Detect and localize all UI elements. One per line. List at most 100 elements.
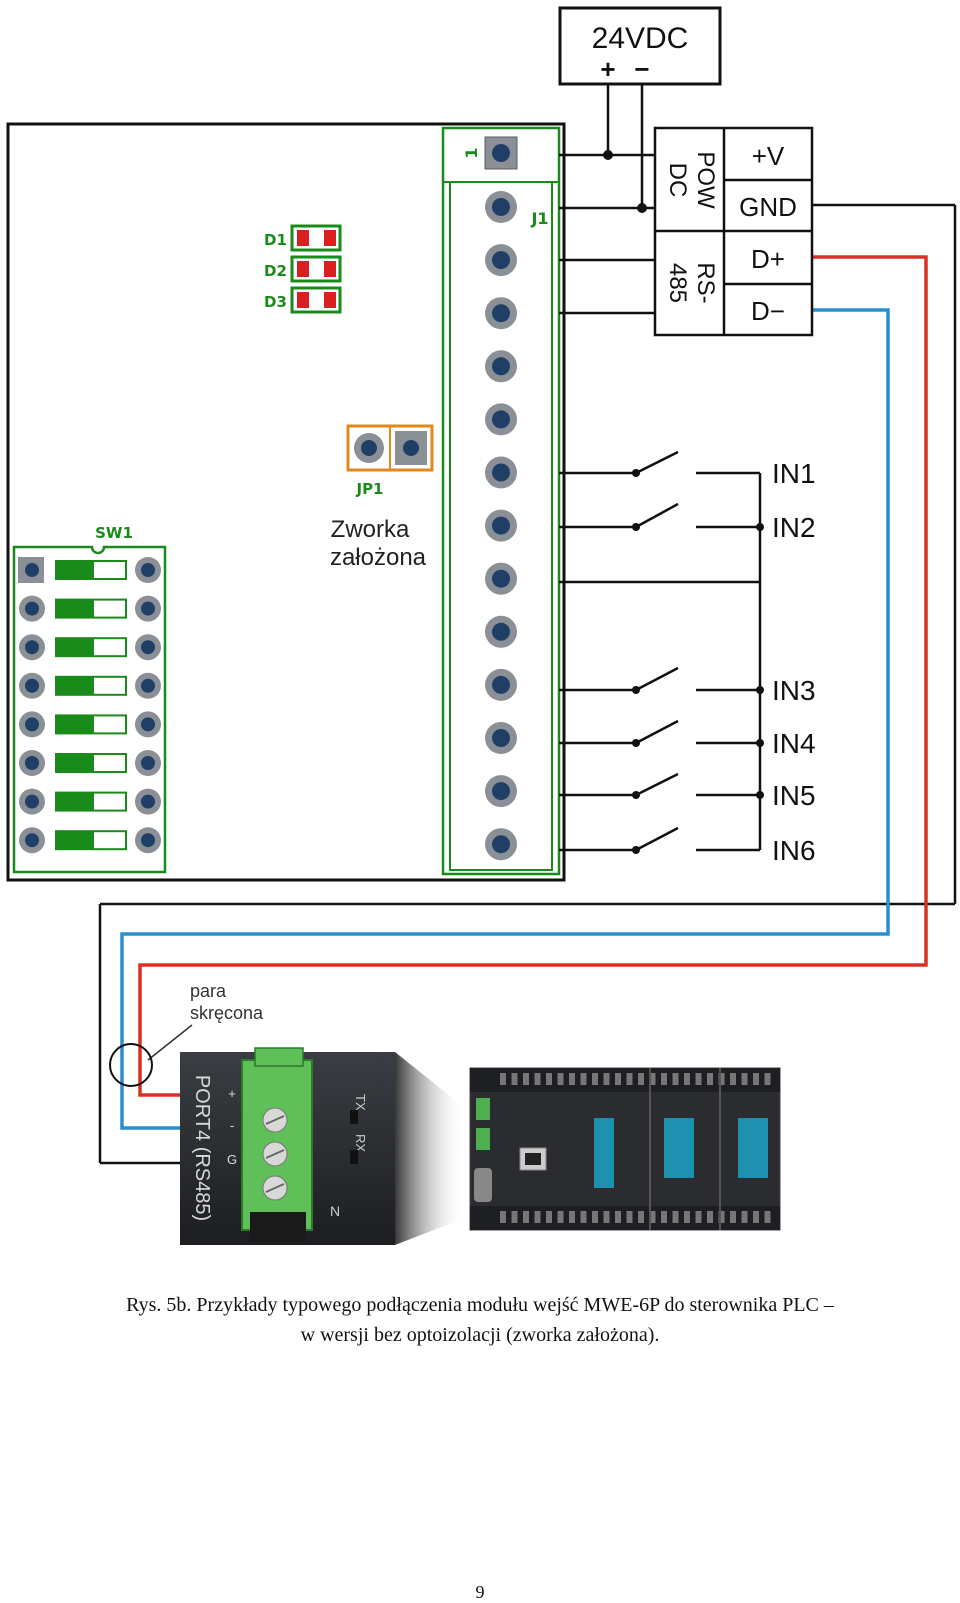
jumper-label: JP1 xyxy=(355,480,383,498)
j1-pin xyxy=(485,191,517,223)
jumper-note-line1: Zworka xyxy=(331,516,410,543)
plc-terminal-top xyxy=(511,1073,518,1085)
caption-line-2: w wersji bez optoizolacji (zworka założo… xyxy=(300,1324,660,1346)
jumper-note-line2: założona xyxy=(330,544,427,571)
plc-port-label: PORT4 (RS485) xyxy=(191,1075,213,1221)
j1-pin xyxy=(485,615,517,648)
plc-terminal-bottom xyxy=(741,1211,748,1223)
j1-pin xyxy=(485,775,517,808)
j1-pin xyxy=(485,668,517,701)
plc-terminal-top xyxy=(592,1073,598,1085)
plc-terminal-bottom xyxy=(649,1211,656,1223)
plc-terminal-bottom xyxy=(592,1211,598,1223)
twisted-pair-label-2: skręcona xyxy=(190,1003,264,1023)
power-supply: 24VDC + − xyxy=(558,6,722,86)
pow-dc-label-2: DC xyxy=(664,163,691,198)
plc-pin-plus: + xyxy=(228,1086,236,1101)
led-d1: D1 xyxy=(264,224,342,252)
plc-terminal-bottom xyxy=(580,1211,587,1223)
plc-terminal-top xyxy=(764,1073,771,1085)
dip-rows xyxy=(18,557,161,854)
plc-terminal-bottom xyxy=(753,1211,759,1223)
plc-pin-g: G xyxy=(227,1152,237,1167)
plc-terminal-top xyxy=(649,1073,656,1085)
input-label-in5: IN5 xyxy=(772,780,816,811)
plc-terminal-top xyxy=(638,1073,644,1085)
plc-terminal-top xyxy=(695,1073,702,1085)
plc-tx-led xyxy=(350,1110,358,1124)
led-d3: D3 xyxy=(264,286,342,314)
junction-dots xyxy=(603,150,764,854)
plc-terminal-top xyxy=(730,1073,736,1085)
plc-terminal-top xyxy=(672,1073,679,1085)
plc-terminal-top xyxy=(500,1073,506,1085)
plc-rx-led xyxy=(350,1150,358,1164)
terminal-pin-vplus: +V xyxy=(752,141,785,171)
plc-terminal-top xyxy=(707,1073,713,1085)
input-label-in3: IN3 xyxy=(772,675,816,706)
plc-screws xyxy=(262,1107,288,1201)
wire-d-minus xyxy=(120,308,890,1130)
plc-serial-port xyxy=(474,1168,492,1202)
plc-terminal-bottom xyxy=(557,1211,564,1223)
plc-terminal-bottom xyxy=(684,1211,690,1223)
j1-pin xyxy=(485,297,517,330)
input-labels: IN1 IN2 IN3 IN4 IN5 IN6 xyxy=(772,458,816,866)
plc-terminal-top xyxy=(718,1073,725,1085)
plc-terminal-top xyxy=(615,1073,621,1085)
plc-terminal-bottom xyxy=(638,1211,644,1223)
plc-terminal-bottom xyxy=(626,1211,633,1223)
j1-pin xyxy=(485,244,517,277)
dip-switch-row xyxy=(19,827,161,854)
plc-rx-label: RX xyxy=(353,1134,368,1152)
plc-terminal-bottom xyxy=(546,1211,552,1223)
plc-terminal-top xyxy=(569,1073,575,1085)
plc-terminal-top xyxy=(626,1073,633,1085)
plc-port-closeup: PORT4 (RS485) + - G TX RX N xyxy=(180,1047,465,1245)
plc-terminal-bottom xyxy=(500,1211,506,1223)
dip-switch-row xyxy=(19,634,161,661)
j1-pin xyxy=(485,562,517,595)
twisted-pair-circle xyxy=(109,1043,153,1087)
rs485-label-2: 485 xyxy=(664,263,691,303)
plc-terminal-top xyxy=(557,1073,564,1085)
led-d1-label: D1 xyxy=(264,231,287,249)
dip-switch-row xyxy=(19,788,161,815)
plc-n-label: N xyxy=(330,1203,340,1219)
plc-terminal-bottom xyxy=(615,1211,621,1223)
j1-pin xyxy=(485,722,517,754)
terminal-pin-dplus: D+ xyxy=(751,244,785,274)
terminal-pin-dminus: D− xyxy=(751,296,785,326)
j1-pin xyxy=(485,403,517,436)
status-leds: D1 D2 D3 xyxy=(264,224,342,314)
plc-terminal-bottom xyxy=(511,1211,518,1223)
led-d2-label: D2 xyxy=(264,262,287,280)
dip-switch-row xyxy=(19,711,161,738)
plc-terminal-top xyxy=(684,1073,690,1085)
plc-terminal-bottom xyxy=(730,1211,736,1223)
plc-terminal-bottom xyxy=(569,1211,575,1223)
terminal-block: POW DC RS- 485 +V GND D+ D− xyxy=(653,126,814,337)
figure-caption: Rys. 5b. Przykłady typowego podłączenia … xyxy=(0,1290,960,1350)
plc-terminal-bottom xyxy=(603,1211,610,1223)
plc-device-image xyxy=(469,1067,781,1231)
dip-switch-row xyxy=(18,557,161,583)
plc-terminal-bottom xyxy=(718,1211,725,1223)
connector-j1: 1 J1 xyxy=(441,126,561,876)
plc-terminal-bottom xyxy=(672,1211,679,1223)
plc-terminal-top xyxy=(580,1073,587,1085)
led-d2: D2 xyxy=(264,255,342,283)
plc-terminal-top xyxy=(523,1073,529,1085)
dip-switch-row xyxy=(19,750,161,776)
wiring-diagram: 24VDC + − 1 J1 xyxy=(6,6,957,1245)
plc-terminal-top xyxy=(741,1073,748,1085)
connector-j1-label: J1 xyxy=(530,209,548,228)
j1-pin xyxy=(485,828,517,861)
dip-switch-sw1: SW1 xyxy=(12,524,167,874)
page-number: 9 xyxy=(475,1582,485,1602)
plc-terminal-bottom xyxy=(661,1211,667,1223)
wire-d-plus xyxy=(138,255,928,1097)
plc-terminal-top xyxy=(603,1073,610,1085)
led-d3-label: D3 xyxy=(264,293,287,311)
plc-terminal-strips xyxy=(500,1073,771,1223)
